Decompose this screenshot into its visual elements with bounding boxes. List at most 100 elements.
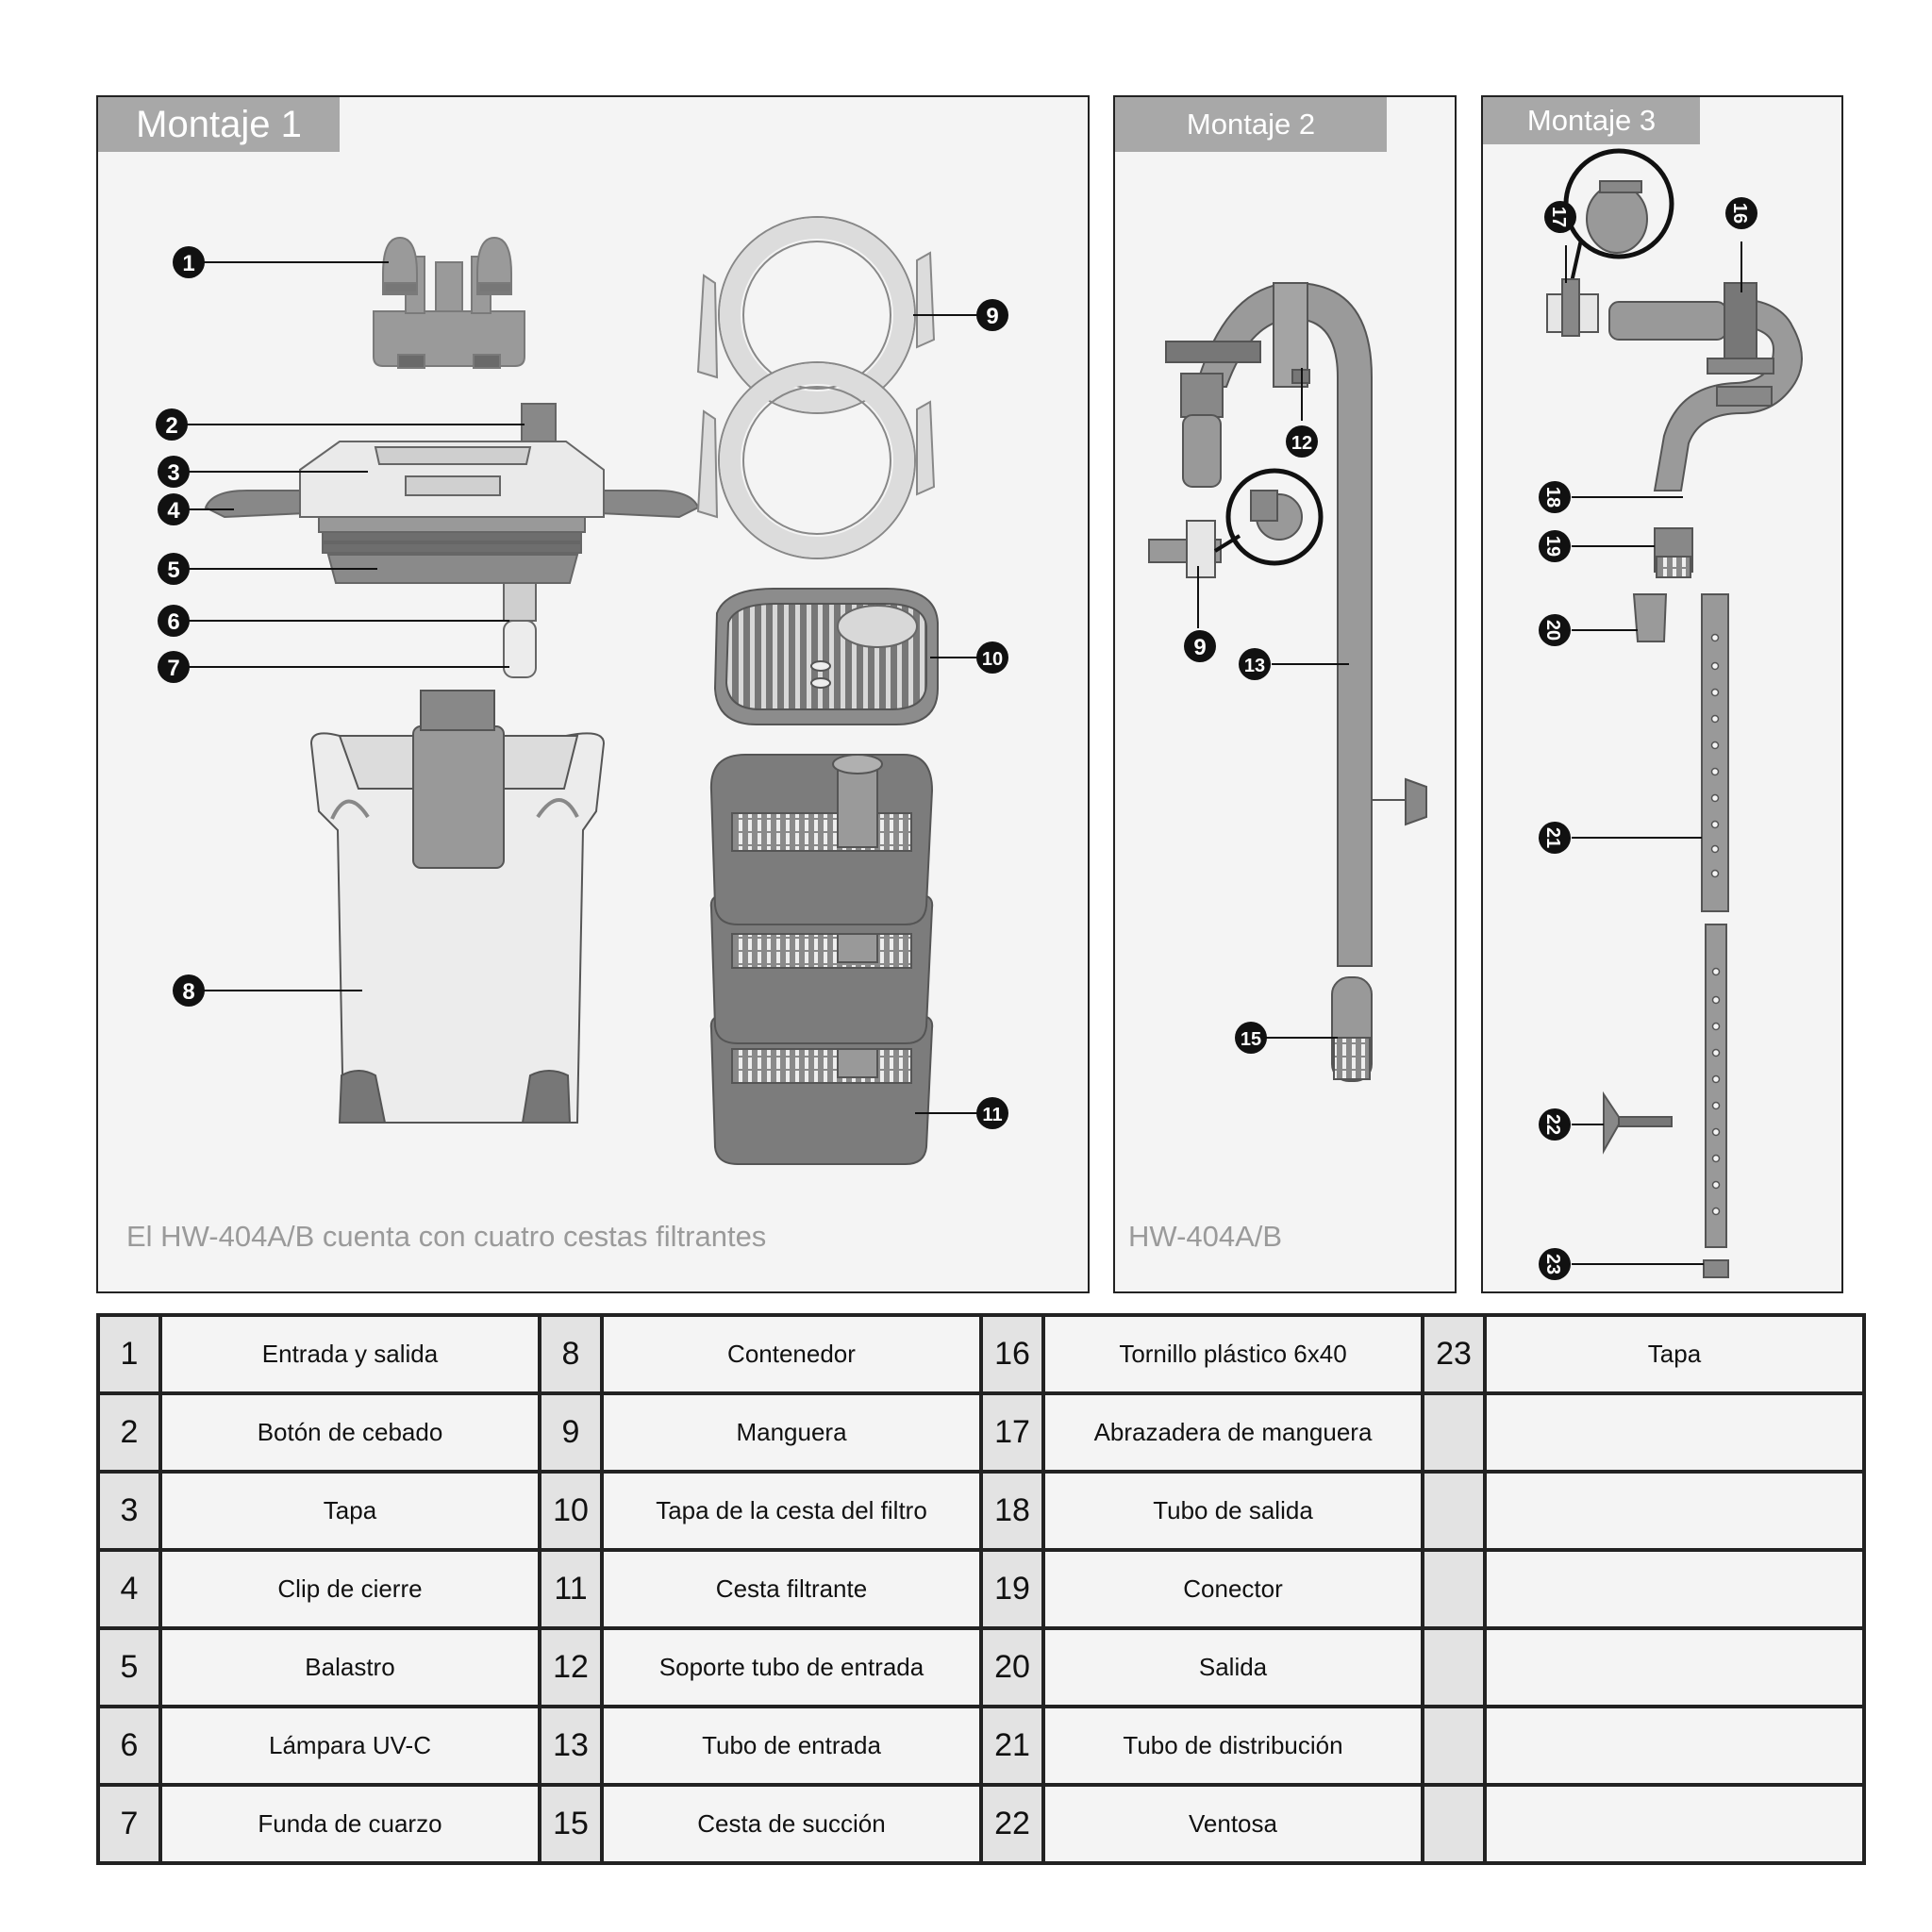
part-name: Cesta de succión xyxy=(600,1783,983,1865)
parts-table: 1 Entrada y salida 8 Contenedor 16 Torni… xyxy=(96,1313,1866,1865)
part-name: Funda de cuarzo xyxy=(158,1783,541,1865)
panel-title-montaje-1: Montaje 1 xyxy=(98,97,340,152)
leader-lines-montaje-1 xyxy=(172,261,981,1114)
part-number xyxy=(1421,1705,1487,1787)
part-name: Botón de cebado xyxy=(158,1391,541,1474)
callout-22: 22 xyxy=(1539,1108,1571,1141)
container-illustration xyxy=(309,690,606,1124)
part-name: Salida xyxy=(1041,1626,1424,1708)
part-number xyxy=(1421,1470,1487,1552)
part-number: 4 xyxy=(96,1548,162,1630)
callout-16: 16 xyxy=(1725,197,1757,229)
part-number xyxy=(1421,1783,1487,1865)
callout-13: 13 xyxy=(1239,648,1271,680)
svg-text:3: 3 xyxy=(167,460,179,486)
part-name: Clip de cierre xyxy=(158,1548,541,1630)
callout-2: 2 xyxy=(156,408,188,441)
distribution-tube-holes xyxy=(1710,633,1721,1216)
lid-assembly-illustration xyxy=(204,403,700,678)
inlet-outlet-valve-illustration xyxy=(373,236,525,369)
part-name: Tubo de salida xyxy=(1041,1470,1424,1552)
callout-12: 12 xyxy=(1286,425,1318,458)
part-name xyxy=(1483,1626,1866,1708)
callout-4: 4 xyxy=(158,493,190,525)
svg-text:12: 12 xyxy=(1291,433,1312,454)
basket-lid-illustration xyxy=(713,588,939,725)
part-name: Manguera xyxy=(600,1391,983,1474)
callout-1: 1 xyxy=(173,246,205,278)
part-number: 6 xyxy=(96,1705,162,1787)
part-name xyxy=(1483,1705,1866,1787)
part-name: Ventosa xyxy=(1041,1783,1424,1865)
panel-caption-montaje-2: HW-404A/B xyxy=(1128,1220,1283,1253)
svg-text:9: 9 xyxy=(1193,635,1206,660)
part-name: Tubo de entrada xyxy=(600,1705,983,1787)
callout-10: 10 xyxy=(976,641,1008,674)
part-number: 7 xyxy=(96,1783,162,1865)
svg-text:15: 15 xyxy=(1241,1029,1261,1050)
part-number: 8 xyxy=(538,1313,604,1395)
part-name: Tapa xyxy=(1483,1313,1866,1395)
part-number: 19 xyxy=(979,1548,1045,1630)
svg-text:4: 4 xyxy=(167,498,180,524)
part-name: Tapa de la cesta del filtro xyxy=(600,1470,983,1552)
part-name: Balastro xyxy=(158,1626,541,1708)
part-name xyxy=(1483,1548,1866,1630)
svg-text:17: 17 xyxy=(1548,207,1569,227)
part-number: 22 xyxy=(979,1783,1045,1865)
callout-9: 9 xyxy=(976,299,1008,331)
svg-text:16: 16 xyxy=(1729,203,1750,224)
svg-text:20: 20 xyxy=(1542,620,1563,641)
part-number: 11 xyxy=(538,1548,604,1630)
svg-text:23: 23 xyxy=(1542,1254,1563,1274)
svg-text:19: 19 xyxy=(1542,536,1563,557)
table-row: 5 Balastro 12 Soporte tubo de entrada 20… xyxy=(96,1626,1866,1708)
panel-title-montaje-2: Montaje 2 xyxy=(1115,97,1387,152)
part-number: 23 xyxy=(1421,1313,1487,1395)
part-number: 5 xyxy=(96,1626,162,1708)
svg-text:13: 13 xyxy=(1244,656,1265,676)
part-number: 17 xyxy=(979,1391,1045,1474)
part-name xyxy=(1483,1783,1866,1865)
callout-11: 11 xyxy=(976,1097,1008,1129)
callout-3: 3 xyxy=(158,456,190,488)
part-name xyxy=(1483,1391,1866,1474)
part-number xyxy=(1421,1626,1487,1708)
panel-caption-montaje-1: El HW-404A/B cuenta con cuatro cestas fi… xyxy=(126,1220,767,1253)
part-name: Tubo de distribución xyxy=(1041,1705,1424,1787)
part-number: 1 xyxy=(96,1313,162,1395)
svg-text:1: 1 xyxy=(182,251,194,276)
part-number: 13 xyxy=(538,1705,604,1787)
svg-text:9: 9 xyxy=(986,304,998,329)
part-number: 10 xyxy=(538,1470,604,1552)
part-name: Soporte tubo de entrada xyxy=(600,1626,983,1708)
svg-text:5: 5 xyxy=(167,558,179,583)
part-name: Conector xyxy=(1041,1548,1424,1630)
part-number xyxy=(1421,1391,1487,1474)
callout-8: 8 xyxy=(173,974,205,1007)
part-name: Cesta filtrante xyxy=(600,1548,983,1630)
panel-title-montaje-3: Montaje 3 xyxy=(1483,97,1700,144)
part-name: Entrada y salida xyxy=(158,1313,541,1395)
part-name xyxy=(1483,1470,1866,1552)
inlet-tube-illustration xyxy=(1148,281,1427,1082)
part-number: 12 xyxy=(538,1626,604,1708)
part-name: Abrazadera de manguera xyxy=(1041,1391,1424,1474)
svg-text:7: 7 xyxy=(167,656,179,681)
svg-text:11: 11 xyxy=(982,1105,1002,1125)
callout-23: 23 xyxy=(1539,1248,1571,1280)
part-number: 9 xyxy=(538,1391,604,1474)
panel-montaje-3: Montaje 3 xyxy=(1481,95,1843,1293)
table-row: 7 Funda de cuarzo 15 Cesta de succión 22… xyxy=(96,1783,1866,1865)
table-row: 1 Entrada y salida 8 Contenedor 16 Torni… xyxy=(96,1313,1866,1395)
svg-text:2: 2 xyxy=(165,413,177,439)
callout-7: 7 xyxy=(158,651,190,683)
callout-19: 19 xyxy=(1539,530,1571,562)
part-number: 15 xyxy=(538,1783,604,1865)
part-name: Tapa xyxy=(158,1470,541,1552)
table-row: 6 Lámpara UV-C 13 Tubo de entrada 21 Tub… xyxy=(96,1705,1866,1787)
leader-lines-montaje-3 xyxy=(1565,242,1742,1265)
callout-15: 15 xyxy=(1235,1022,1267,1054)
svg-text:10: 10 xyxy=(982,649,1003,670)
